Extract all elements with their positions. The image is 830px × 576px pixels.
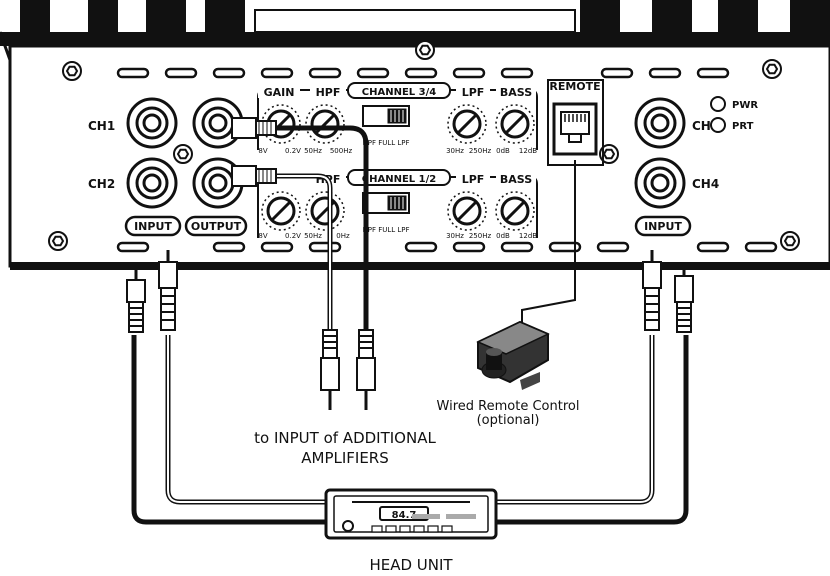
rca-jack-ch2-input — [126, 157, 178, 209]
remote-port: REMOTE — [547, 79, 604, 166]
screw-icon — [48, 231, 68, 251]
hpf-knob-icon-bottom — [305, 191, 345, 231]
lpf-max-label-bottom: 250Hz — [469, 232, 492, 240]
bass-label-bottom: BASS — [500, 173, 532, 186]
lpf-label-bottom: LPF — [462, 173, 485, 186]
lpf-knob-icon-bottom — [447, 191, 487, 231]
head-unit-caption: HEAD UNIT — [369, 556, 453, 574]
output-cables — [250, 125, 369, 335]
lpf-knob-icon-top — [447, 104, 487, 144]
gain-min-label-bottom: 8V — [258, 232, 267, 240]
screw-icon — [62, 61, 82, 81]
remote-label: REMOTE — [549, 80, 600, 93]
lpf-min-label: 30Hz — [446, 147, 464, 155]
head-unit-icon: 84.7 — [324, 488, 498, 540]
screw-icon — [173, 144, 193, 164]
hpf-max-label-bottom: 0Hz — [336, 232, 350, 240]
status-leds: PWR PRT — [710, 96, 758, 133]
lpf-max-label: 250Hz — [469, 147, 492, 155]
bass-label-top: BASS — [500, 86, 532, 99]
rca-plug-icon — [320, 329, 340, 410]
rca-plug-icon — [126, 268, 146, 333]
channel-3-4-label: CHANNEL 3/4 — [362, 87, 436, 98]
pwr-label: PWR — [732, 100, 758, 111]
bass-knob-icon-bottom — [495, 191, 535, 231]
ch1-label: CH1 — [88, 119, 115, 133]
io-badges: INPUT OUTPUT INPUT — [124, 215, 692, 237]
pwr-led-icon — [710, 96, 726, 112]
ch4-label: CH4 — [692, 177, 719, 191]
rca-jack-ch3-input — [634, 97, 686, 149]
bass-min-label-bottom: 0dB — [496, 232, 510, 240]
prt-label: PRT — [732, 121, 754, 132]
channel-1-2-label: CHANNEL 1/2 — [362, 174, 436, 185]
bass-max-label: 12dB — [519, 147, 537, 155]
amplifier-chassis — [0, 0, 830, 270]
rca-plug-icon — [642, 250, 662, 331]
hpf-knob-icon-top — [305, 104, 345, 144]
rca-jack-ch1-input — [126, 97, 178, 149]
crossover-switch-icon-top — [362, 105, 410, 127]
rca-jack-ch2-output — [192, 157, 244, 209]
heatsink-fins — [20, 0, 830, 34]
controls-channel-3-4: GAIN HPF CHANNEL 3/4 LPF BASS — [257, 82, 538, 155]
output-badge: OUTPUT — [191, 220, 242, 233]
screw-icon — [762, 59, 782, 79]
lpf-label-top: LPF — [462, 86, 485, 99]
controls-channel-1-2: HPF CHANNEL 1/2 LPF BASS — [257, 169, 538, 240]
rca-plug-icon — [674, 262, 694, 333]
crossover-switch-icon-bottom — [362, 192, 410, 214]
gain-label: GAIN — [264, 86, 295, 99]
additional-amps-caption-line2: AMPLIFIERS — [301, 449, 389, 467]
head-unit-cables — [131, 335, 689, 525]
bass-knob-icon-top — [495, 104, 535, 144]
rca-plug-icons — [126, 250, 694, 410]
output-rca-plugs — [231, 117, 277, 187]
hpf-min-label-bottom: 50Hz — [304, 232, 322, 240]
hpf-max-label: 500Hz — [330, 147, 353, 155]
screw-icons — [48, 40, 800, 251]
rca-plug-icon — [158, 250, 178, 331]
hpf-min-label: 50Hz — [304, 147, 322, 155]
rca-jack-ch4-input — [634, 157, 686, 209]
bass-max-label-bottom: 12dB — [519, 232, 537, 240]
screw-icon — [599, 144, 619, 164]
wired-remote-icon — [476, 320, 550, 390]
rca-jacks — [126, 97, 686, 209]
prt-led-icon — [710, 117, 726, 133]
rca-plug-icon — [356, 329, 376, 410]
hpf-label-top: HPF — [316, 86, 341, 99]
gain-max-label-bottom: 0.2V — [285, 232, 301, 240]
vent-slots — [116, 67, 778, 253]
gain-max-label: 0.2V — [285, 147, 301, 155]
screw-icon — [415, 40, 435, 60]
lpf-min-label-bottom: 30Hz — [446, 232, 464, 240]
bass-min-label: 0dB — [496, 147, 510, 155]
input-badge-left: INPUT — [134, 220, 172, 233]
head-unit-display: 84.7 — [392, 510, 417, 521]
switch-labels-top: HPF FULL LPF — [362, 139, 409, 147]
switch-labels-bottom: HPF FULL LPF — [362, 226, 409, 234]
gain-min-label: 8V — [258, 147, 267, 155]
remote-caption-line1: Wired Remote Control — [437, 399, 580, 414]
remote-caption-line2: (optional) — [477, 413, 540, 428]
ch2-label: CH2 — [88, 177, 115, 191]
additional-amps-caption-line1: to INPUT of ADDITIONAL — [254, 429, 436, 447]
screw-icon — [780, 231, 800, 251]
gain-knob-icon-bottom — [261, 191, 301, 231]
input-badge-right: INPUT — [644, 220, 682, 233]
